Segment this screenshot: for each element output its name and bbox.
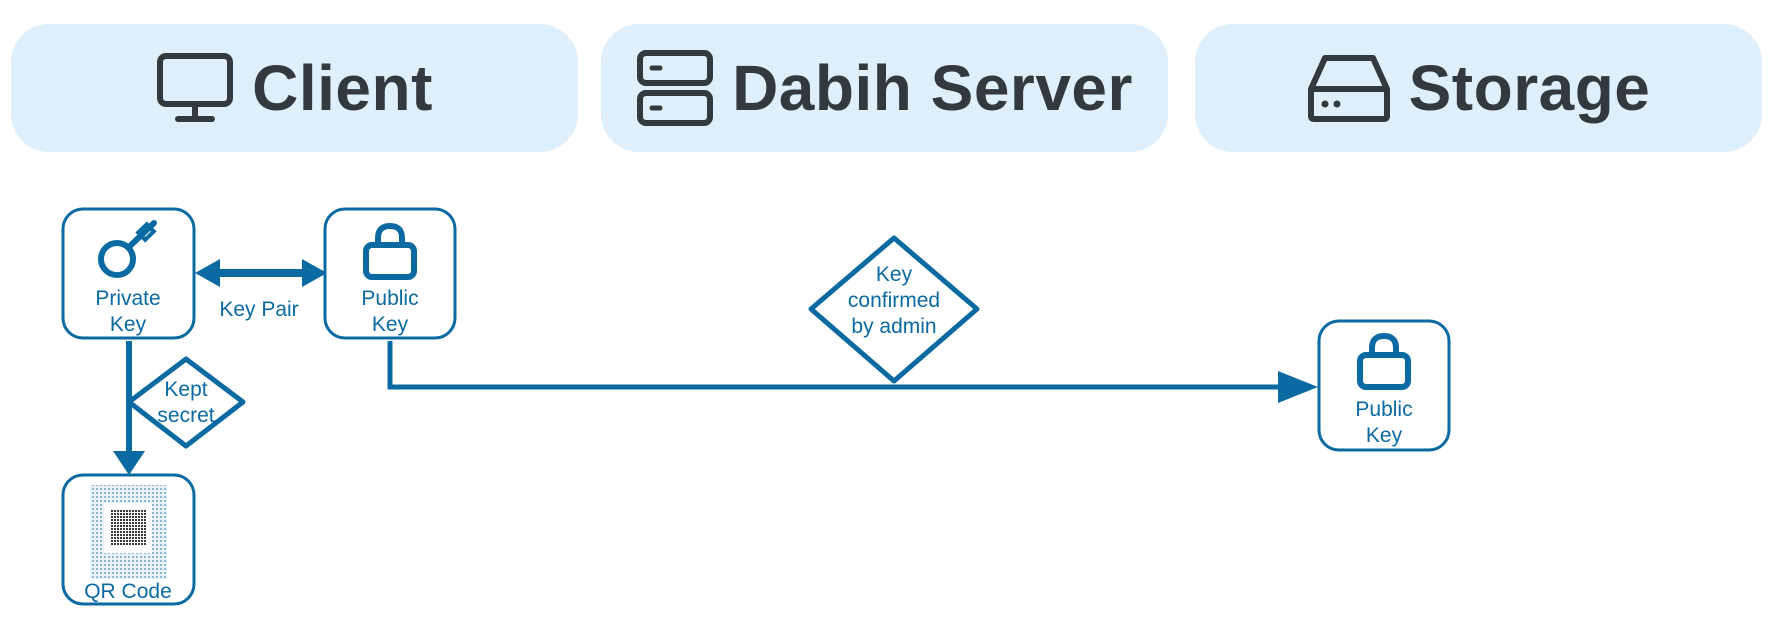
decision-label-kept: Kept <box>164 378 207 401</box>
lane-title-dabih-server: Dabih Server <box>732 52 1133 124</box>
lane-dabih-server: Dabih Server <box>601 24 1168 152</box>
node-qr-code: QR Code <box>61 473 196 606</box>
node-private-key: Private Key <box>61 207 196 340</box>
edge-label-key-pair: Key Pair <box>219 298 298 321</box>
decision-label-confirmed: confirmed <box>848 289 940 312</box>
edge-confirmed <box>387 341 1318 403</box>
lock-icon <box>1357 332 1411 390</box>
edge-kept-secret <box>113 341 145 475</box>
decision-kept-secret: Kept secret <box>126 356 246 449</box>
node-label-public: Public <box>361 287 418 310</box>
lane-client: Client <box>11 24 578 152</box>
storage-drive-icon <box>1307 53 1391 123</box>
lane-storage: Storage <box>1195 24 1762 152</box>
decision-label-secret: secret <box>157 404 214 427</box>
node-label-public-key: Key <box>372 313 409 336</box>
decision-label-by-admin: by admin <box>851 315 936 338</box>
node-storage-public-key: Public Key <box>1317 319 1451 452</box>
qr-code-icon <box>90 485 167 579</box>
monitor-icon <box>156 52 234 124</box>
node-label-private: Private <box>95 287 160 310</box>
server-icon <box>636 49 714 127</box>
node-label-private-key: Key <box>110 313 147 336</box>
decision-key-confirmed: Key confirmed by admin <box>808 235 980 384</box>
node-label-storage-public-key: Key <box>1366 424 1403 447</box>
lane-title-storage: Storage <box>1408 52 1651 124</box>
node-label-qr-code: QR Code <box>84 580 172 603</box>
key-icon <box>98 220 157 278</box>
node-label-storage-public: Public <box>1355 398 1412 421</box>
lane-title-client: Client <box>252 52 433 124</box>
edge-key-pair <box>195 259 327 287</box>
node-public-key: Public Key <box>323 207 457 340</box>
lock-icon <box>363 222 417 280</box>
decision-label-key: Key <box>876 263 913 286</box>
